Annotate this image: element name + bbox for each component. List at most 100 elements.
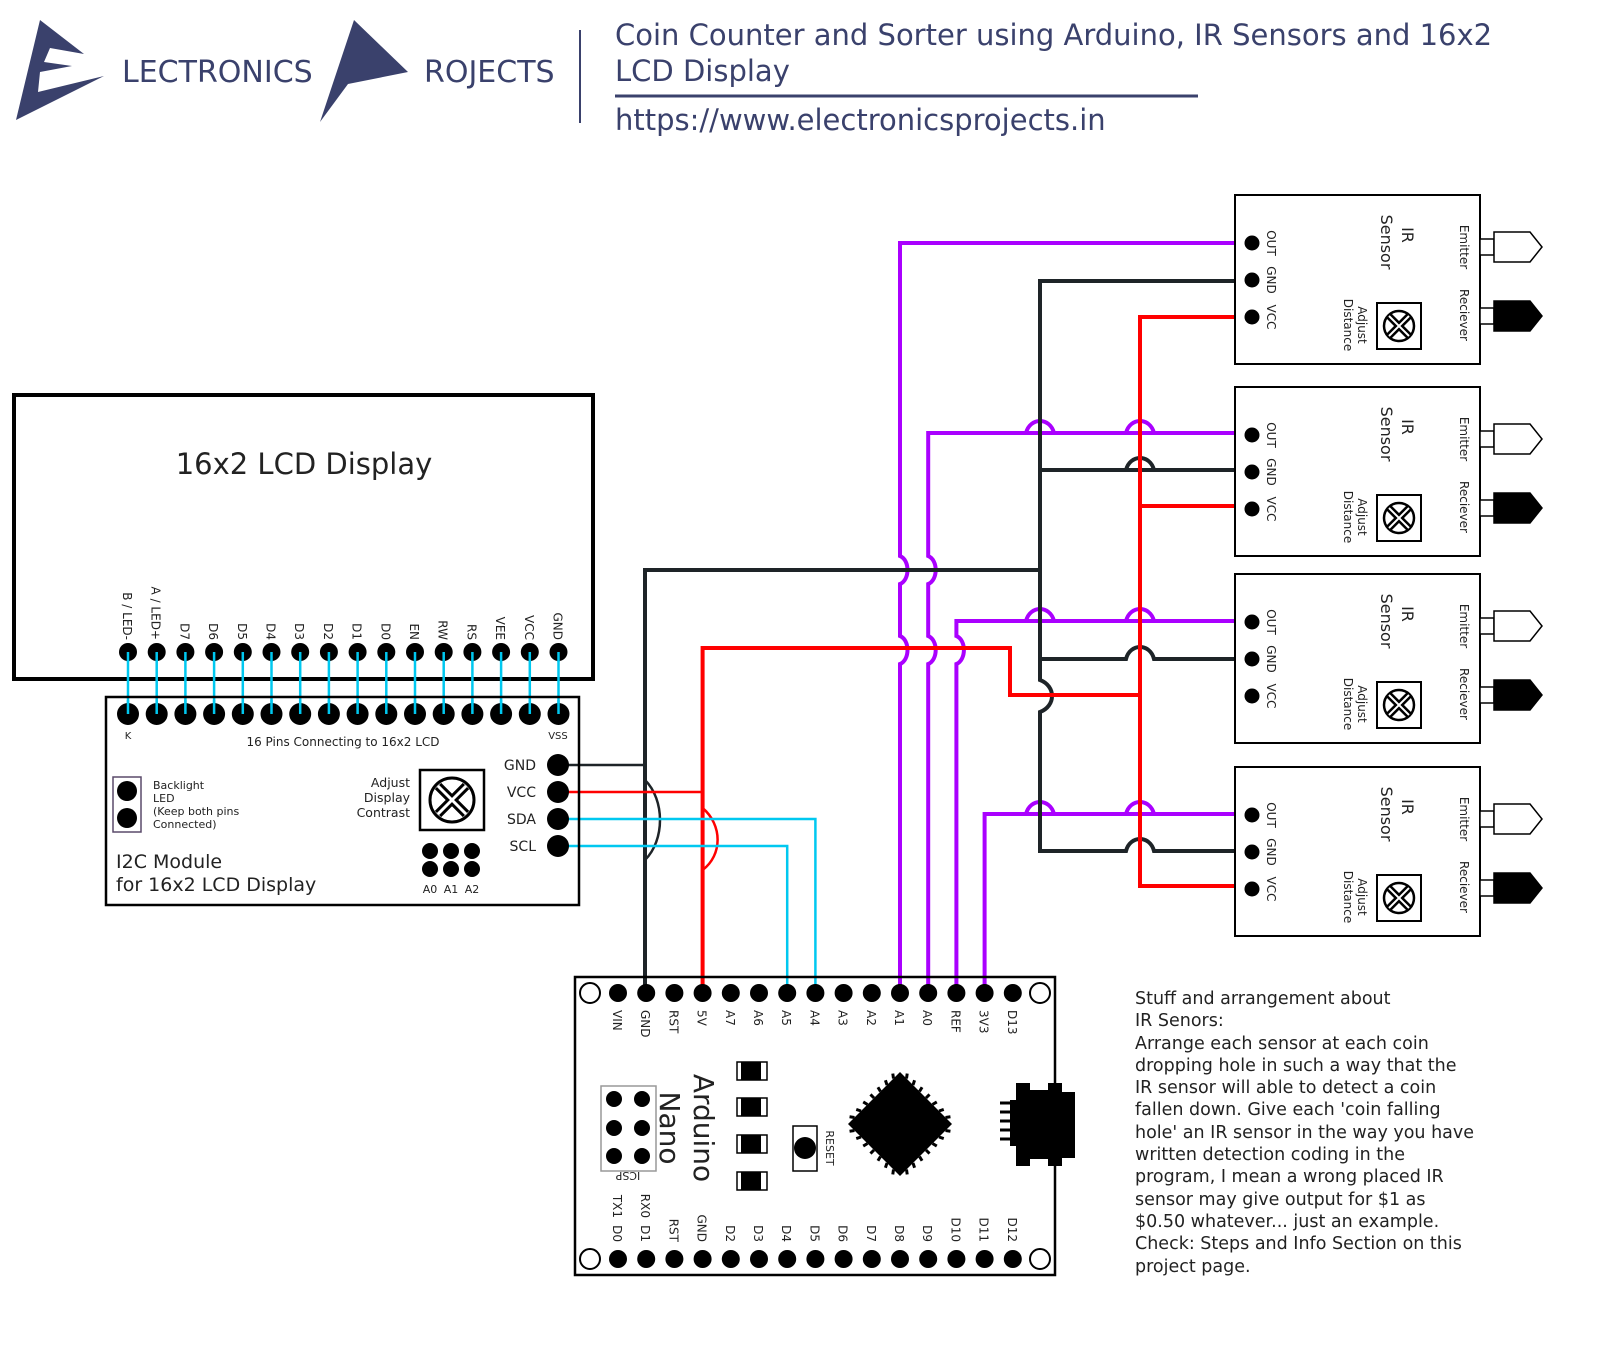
lcd-pin-label: VCC [522, 615, 536, 640]
lcd-pin-label: D3 [292, 623, 306, 640]
smd-resistor-body [741, 1172, 761, 1190]
receiver-led-leg [1479, 307, 1495, 325]
ir-title: IR [1398, 419, 1417, 435]
smd-resistor-body [741, 1135, 761, 1153]
distance-potentiometer[interactable] [1376, 494, 1422, 542]
arduino-pin-label: 3V3 [977, 1010, 991, 1033]
emitter-led-leg [1479, 430, 1495, 448]
ir-pin-label: GND [1264, 266, 1278, 294]
pot-cross [1388, 694, 1410, 716]
usb-connector [1000, 1083, 1075, 1166]
pot-dial [1382, 881, 1416, 915]
ir-adjust-label: Distance [1341, 871, 1355, 923]
i2c-pin-vss-label: VSS [548, 731, 568, 742]
addr-label-a2: A2 [465, 883, 480, 896]
arduino-name-line2: Nano [653, 1092, 686, 1165]
mcu-pin [883, 1079, 889, 1086]
arduino-pin-label: VIN [610, 1010, 624, 1031]
arduino-name-line1: Arduino [687, 1074, 720, 1182]
arduino-pin-bottom [637, 1250, 656, 1268]
emitter-led-leg [1479, 617, 1495, 635]
pot-cross [1388, 887, 1410, 909]
arduino-pin-label: D4 [779, 1225, 793, 1242]
ir-adjust-label: Adjust [1355, 685, 1369, 723]
arduino-pin-label: D7 [864, 1225, 878, 1242]
receiver-led-icon [1493, 679, 1543, 711]
site-url[interactable]: https://www.electronicsprojects.in [615, 103, 1106, 137]
pot-dial [1382, 688, 1416, 722]
distance-potentiometer[interactable] [1376, 302, 1422, 350]
mcu-pin [938, 1135, 945, 1141]
distance-potentiometer[interactable] [1376, 681, 1422, 729]
ir-pin-label: VCC [1264, 497, 1278, 522]
ir-title: Sensor [1377, 594, 1396, 649]
wire-ir-vcc-bus [1138, 315, 1252, 888]
lcd-pin-label: GND [551, 612, 565, 640]
mcu-pin [911, 1162, 917, 1169]
arduino-pin-a5 [778, 984, 797, 1002]
i2c-pin-label: GND [504, 758, 536, 774]
ir-sensor-body [1234, 573, 1481, 744]
logo-p-icon [320, 20, 408, 122]
mcu-pin [911, 1079, 917, 1086]
distance-potentiometer[interactable] [1376, 874, 1422, 922]
mount-hole [1029, 982, 1051, 1004]
ir-pin-label: OUT [1264, 609, 1278, 635]
i2c-header-pins [117, 700, 570, 725]
arduino-pin-label: 5V [695, 1010, 709, 1027]
receiver-led-leg [1479, 686, 1495, 704]
i2c-pin-vcc [547, 781, 569, 803]
i2c-pin-label: SDA [507, 812, 536, 828]
mcu-pin [862, 1142, 869, 1148]
arduino-pin-a2 [862, 984, 881, 1002]
arduino-pin-a1 [891, 984, 909, 1002]
backlight-jumper[interactable] [112, 776, 142, 833]
emitter-led-icon [1493, 423, 1543, 455]
ir-sensor-notes: Stuff and arrangement about IR Senors: A… [1135, 989, 1475, 1277]
i2c-pin-gnd [547, 754, 569, 776]
arduino-pin-bottom [665, 1250, 684, 1268]
mcu-pin [891, 1169, 895, 1175]
mcu-pin [869, 1093, 876, 1100]
arduino-pin-a6 [750, 984, 768, 1002]
wire-ir1-out-a1 [898, 241, 1252, 993]
wire-ir-gnd-bus [1038, 279, 1252, 472]
arduino-pin-bottom [891, 1250, 909, 1268]
pot-cross [1388, 507, 1410, 529]
arduino-pin-bottom [947, 1250, 966, 1268]
arduino-pin-label: D5 [807, 1225, 821, 1242]
pot-cross [1388, 315, 1410, 337]
ir-pin-vcc [1244, 881, 1260, 897]
mcu-pin [918, 1155, 924, 1162]
lcd-pin-label: EN [407, 623, 421, 640]
lcd-body [12, 393, 595, 681]
arduino-pin-bottom [778, 1250, 797, 1268]
arduino-pin-bottom [975, 1250, 994, 1268]
address-jumpers[interactable] [422, 843, 480, 877]
lcd-pin-label: D7 [177, 623, 191, 640]
receiver-label: Reciever [1457, 481, 1471, 533]
mcu-pin [938, 1107, 945, 1113]
mcu-pin [905, 1073, 909, 1079]
i2c-pin-sda [547, 808, 569, 830]
ir-pin-label: GND [1264, 645, 1278, 673]
emitter-led-leg [1479, 238, 1495, 256]
reset-button[interactable] [792, 1125, 818, 1172]
ir-pin-gnd [1244, 651, 1260, 667]
contrast-potentiometer[interactable] [418, 768, 486, 832]
receiver-label: Reciever [1457, 668, 1471, 720]
ir-pin-vcc [1244, 688, 1260, 704]
smd-resistor-body [741, 1098, 761, 1116]
emitter-label: Emitter [1457, 604, 1471, 648]
icsp-header [600, 1085, 657, 1172]
arduino-pin-label: A6 [751, 1010, 765, 1026]
ir-adjust-label: Adjust [1355, 498, 1369, 536]
arduino-pin-label: D9 [920, 1225, 934, 1242]
mcu-pin [876, 1086, 882, 1093]
ir-pin-label: VCC [1264, 684, 1278, 709]
ir-adjust-label: Distance [1341, 491, 1355, 543]
arduino-pin-bottom [834, 1250, 853, 1268]
arduino-pin-label: D13 [1005, 1010, 1019, 1035]
